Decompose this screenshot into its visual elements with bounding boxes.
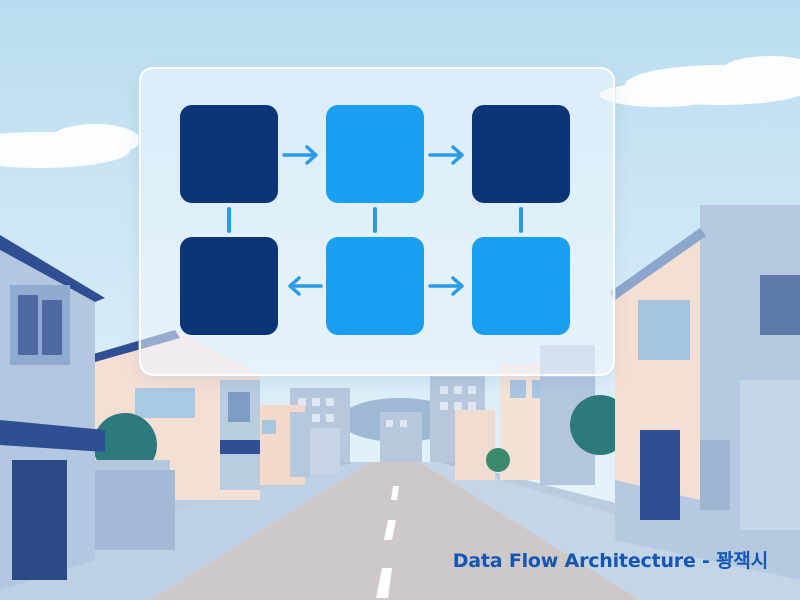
diagram-panel xyxy=(139,67,615,376)
arrow-right-icon xyxy=(282,145,318,165)
cloud-icon xyxy=(0,56,800,168)
arrow-right-icon xyxy=(428,145,464,165)
building-left-far xyxy=(255,405,340,485)
building-left-near xyxy=(0,235,175,590)
sidewalk-right xyxy=(420,462,800,600)
node-4 xyxy=(180,237,278,335)
sidewalk-left xyxy=(0,462,370,600)
arrow-left-icon xyxy=(288,276,323,296)
road xyxy=(150,462,640,600)
node-3 xyxy=(472,105,570,203)
node-2 xyxy=(326,105,424,203)
node-6 xyxy=(472,237,570,335)
node-5 xyxy=(326,237,424,335)
node-1 xyxy=(180,105,278,203)
arrow-right-icon xyxy=(428,276,464,296)
building-right-near xyxy=(610,205,800,580)
vertical-connectors xyxy=(227,207,523,233)
diagram-connectors xyxy=(227,145,523,296)
diagram-caption: Data Flow Architecture - 꽝잭시 xyxy=(452,550,768,572)
road-markings xyxy=(376,486,399,598)
